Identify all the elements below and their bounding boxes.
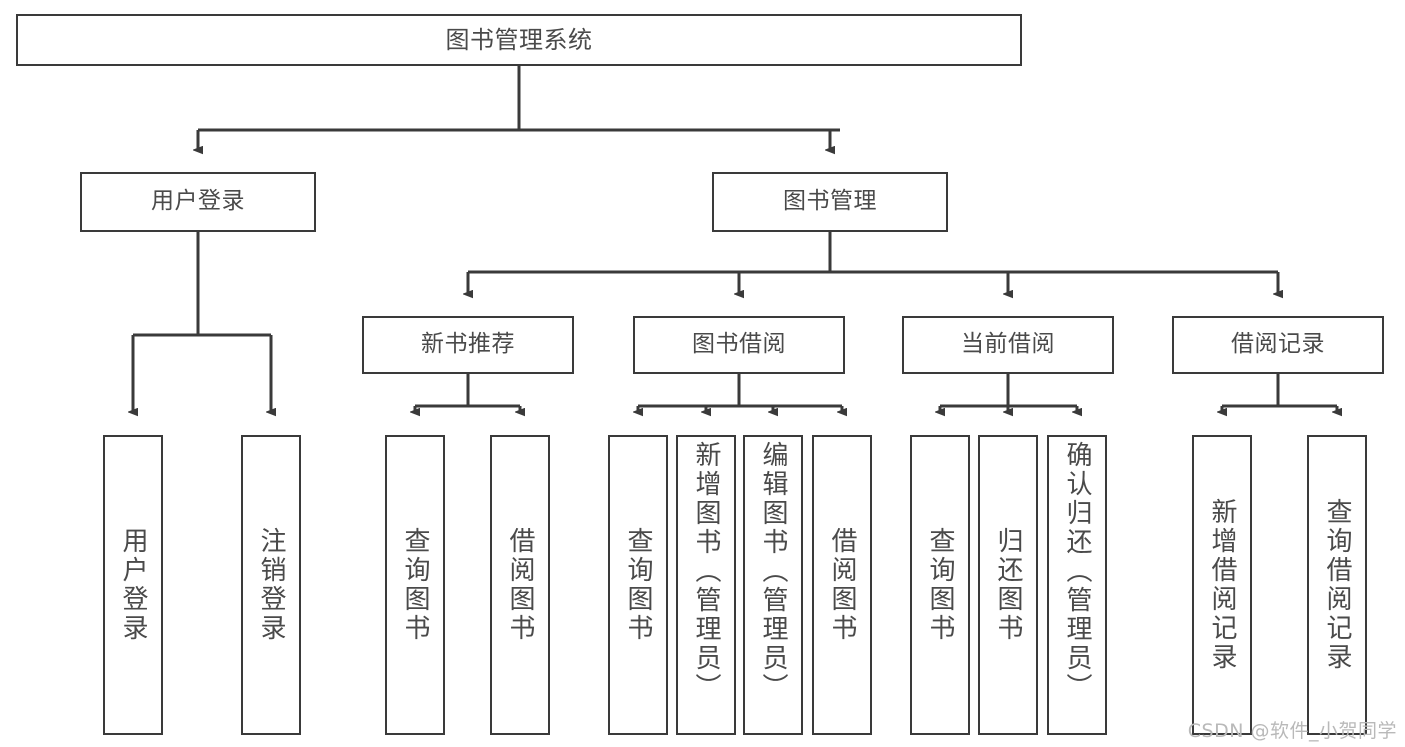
node-leaf-query-book-borrow[interactable]: 查询图书: [608, 435, 668, 735]
node-label: 借阅图书: [827, 527, 857, 643]
node-leaf-borrow-book-recommend[interactable]: 借阅图书: [490, 435, 550, 735]
node-label: 新增图书（管理员）: [691, 441, 721, 702]
node-book-borrow[interactable]: 图书借阅: [633, 316, 845, 374]
node-book-management[interactable]: 图书管理: [712, 172, 948, 232]
node-label: 用户登录: [151, 188, 245, 215]
node-label: 图书管理系统: [445, 25, 593, 54]
node-label: 当前借阅: [961, 331, 1055, 358]
node-label: 借阅记录: [1231, 331, 1325, 358]
node-leaf-query-book-recommend[interactable]: 查询图书: [385, 435, 445, 735]
node-label: 查询图书: [925, 527, 955, 643]
node-leaf-query-borrow-record[interactable]: 查询借阅记录: [1307, 435, 1367, 735]
node-leaf-borrow-book-borrow[interactable]: 借阅图书: [812, 435, 872, 735]
node-root-book-management-system[interactable]: 图书管理系统: [16, 14, 1022, 66]
node-label: 新增借阅记录: [1207, 498, 1237, 672]
node-label: 查询借阅记录: [1322, 498, 1352, 672]
node-leaf-query-book-current[interactable]: 查询图书: [910, 435, 970, 735]
node-label: 图书管理: [783, 188, 877, 215]
node-user-login[interactable]: 用户登录: [80, 172, 316, 232]
node-leaf-add-book[interactable]: 新增图书（管理员）: [676, 435, 736, 735]
node-leaf-edit-book[interactable]: 编辑图书（管理员）: [743, 435, 803, 735]
node-leaf-user-login[interactable]: 用户登录: [103, 435, 163, 735]
node-label: 图书借阅: [692, 331, 786, 358]
node-new-book-recommend[interactable]: 新书推荐: [362, 316, 574, 374]
node-borrow-record[interactable]: 借阅记录: [1172, 316, 1384, 374]
node-leaf-logout-login[interactable]: 注销登录: [241, 435, 301, 735]
node-label: 查询图书: [623, 527, 653, 643]
node-label: 归还图书: [993, 527, 1023, 643]
node-current-borrow[interactable]: 当前借阅: [902, 316, 1114, 374]
node-label: 查询图书: [400, 527, 430, 643]
node-label: 确认归还（管理员）: [1062, 441, 1092, 702]
node-leaf-confirm-return[interactable]: 确认归还（管理员）: [1047, 435, 1107, 735]
node-label: 编辑图书（管理员）: [758, 441, 788, 702]
node-label: 用户登录: [118, 527, 148, 643]
node-leaf-return-book[interactable]: 归还图书: [978, 435, 1038, 735]
node-label: 借阅图书: [505, 527, 535, 643]
node-leaf-add-borrow-record[interactable]: 新增借阅记录: [1192, 435, 1252, 735]
node-label: 新书推荐: [421, 331, 515, 358]
node-label: 注销登录: [256, 527, 286, 643]
